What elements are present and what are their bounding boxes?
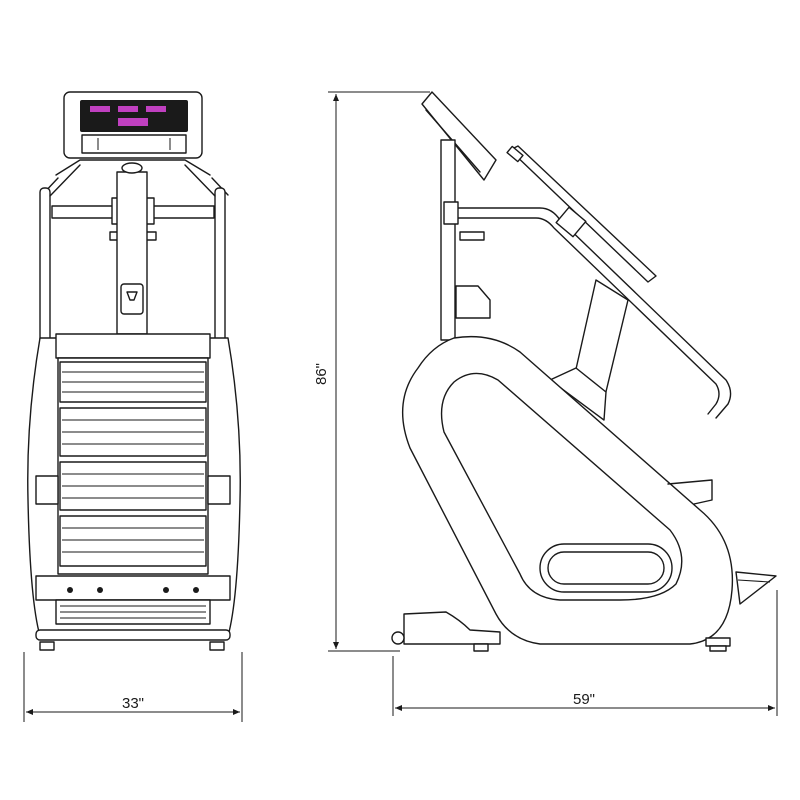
side-stairs xyxy=(667,479,777,605)
front-center-column xyxy=(116,162,148,335)
height-dimension: 86" xyxy=(313,91,430,652)
side-bottle-holder xyxy=(455,285,491,319)
depth-label: 59" xyxy=(573,691,595,708)
side-housing xyxy=(401,335,734,645)
side-handrail xyxy=(443,145,732,419)
front-view xyxy=(27,91,241,651)
side-base xyxy=(391,611,731,652)
front-stair-steps xyxy=(35,361,231,567)
side-view xyxy=(391,91,777,652)
front-base xyxy=(35,575,231,651)
width-dimension: 33" xyxy=(23,652,243,722)
width-label: 33" xyxy=(122,695,144,712)
height-label: 86" xyxy=(313,363,330,385)
front-console xyxy=(63,91,203,159)
side-support-strut xyxy=(549,279,629,421)
side-console xyxy=(421,91,497,341)
depth-dimension: 59" xyxy=(392,590,778,716)
